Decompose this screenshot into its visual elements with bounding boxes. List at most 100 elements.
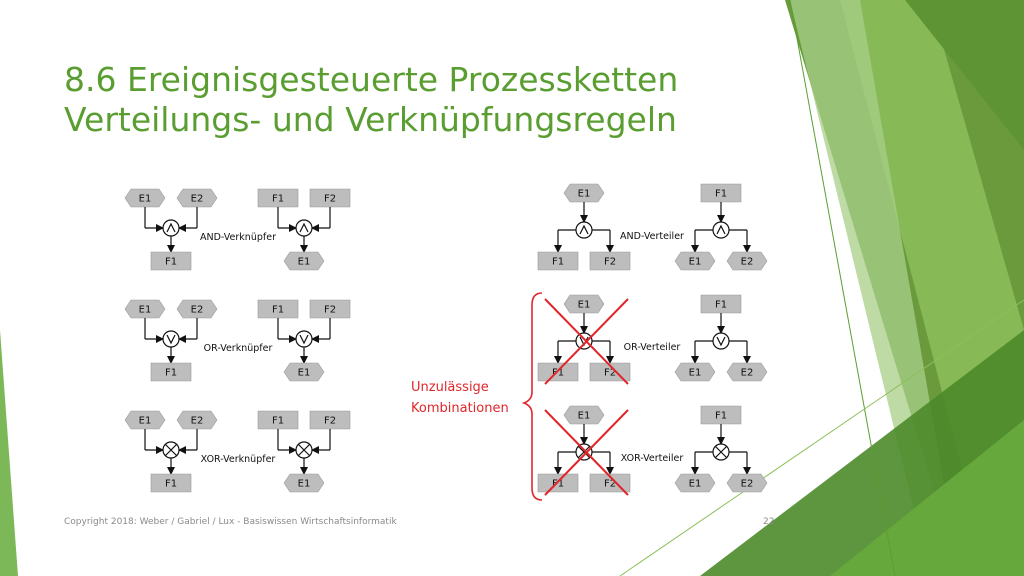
split-connector — [575, 221, 593, 239]
function-label: F2 — [324, 194, 336, 205]
split-connector — [575, 332, 593, 350]
function-box — [257, 410, 299, 430]
function-box — [309, 410, 351, 430]
function-label: F1 — [165, 257, 177, 268]
or-symbol — [716, 336, 726, 347]
function-box — [700, 183, 742, 203]
page-number: 22 — [763, 517, 775, 527]
function-box — [257, 188, 299, 208]
event-label: E1 — [689, 479, 702, 490]
xor-symbol — [165, 444, 177, 456]
event-label: E1 — [298, 368, 311, 379]
function-box — [700, 405, 742, 425]
function-label: F2 — [604, 257, 616, 268]
and-symbol — [579, 224, 589, 235]
function-label: F1 — [552, 368, 564, 379]
event-box — [283, 251, 325, 271]
split-connector — [712, 221, 730, 239]
event-label: E1 — [689, 257, 702, 268]
event-box — [124, 188, 166, 208]
function-label: F2 — [604, 368, 616, 379]
footer-copyright: Copyright 2018: Weber / Gabriel / Lux - … — [64, 517, 397, 527]
function-box — [150, 473, 192, 493]
event-box — [563, 405, 605, 425]
rule-label: OR-Verknüpfer — [204, 343, 273, 354]
event-label: E2 — [741, 479, 754, 490]
join-connector — [162, 219, 180, 237]
function-box — [309, 188, 351, 208]
rule-label: OR-Verteiler — [624, 342, 681, 353]
join-connector — [162, 330, 180, 348]
function-box — [257, 299, 299, 319]
function-label: F2 — [604, 479, 616, 490]
function-label: F1 — [272, 305, 284, 316]
event-label: E1 — [578, 300, 591, 311]
function-label: F2 — [324, 416, 336, 427]
event-box — [176, 410, 218, 430]
and-symbol — [166, 222, 176, 233]
or-symbol — [166, 334, 176, 345]
event-label: E1 — [689, 368, 702, 379]
event-label: E1 — [139, 305, 152, 316]
function-label: F2 — [324, 305, 336, 316]
event-box — [176, 188, 218, 208]
invalid-bracket — [521, 292, 543, 501]
function-label: F1 — [272, 416, 284, 427]
function-label: F1 — [715, 411, 727, 422]
invalid-cross-line — [544, 298, 629, 385]
event-box — [674, 251, 716, 271]
xor-symbol — [578, 446, 590, 458]
event-label: E2 — [191, 194, 204, 205]
event-label: E1 — [139, 416, 152, 427]
title-line-2: Verteilungs- und Verknüpfungsregeln — [64, 100, 677, 139]
event-label: E2 — [741, 257, 754, 268]
annotation-line-2: Kombinationen — [411, 401, 509, 416]
function-label: F1 — [715, 300, 727, 311]
function-box — [537, 251, 579, 271]
invalid-cross-line — [544, 409, 629, 496]
function-label: F1 — [272, 194, 284, 205]
function-box — [589, 251, 631, 271]
event-box — [283, 362, 325, 382]
title-line-1: 8.6 Ereignisgesteuerte Prozessketten — [64, 60, 679, 99]
and-symbol — [299, 222, 309, 233]
event-box — [176, 299, 218, 319]
function-box — [150, 362, 192, 382]
event-label: E2 — [191, 416, 204, 427]
event-box — [726, 473, 768, 493]
slide-title: 8.6 Ereignisgesteuerte Prozessketten Ver… — [64, 60, 678, 140]
function-box — [700, 294, 742, 314]
join-connector — [295, 330, 313, 348]
function-label: F1 — [715, 189, 727, 200]
event-box — [563, 183, 605, 203]
function-label: F1 — [552, 479, 564, 490]
event-box — [563, 294, 605, 314]
event-label: E1 — [578, 189, 591, 200]
function-label: F1 — [552, 257, 564, 268]
rule-label: XOR-Verteiler — [621, 453, 684, 464]
rule-label: AND-Verteiler — [620, 231, 684, 242]
event-label: E1 — [298, 257, 311, 268]
join-connector — [295, 219, 313, 237]
event-box — [726, 362, 768, 382]
xor-symbol — [715, 446, 727, 458]
event-label: E1 — [298, 479, 311, 490]
event-box — [674, 473, 716, 493]
rule-label: XOR-Verknüpfer — [201, 454, 276, 465]
event-box — [124, 299, 166, 319]
event-box — [283, 473, 325, 493]
function-box — [150, 251, 192, 271]
function-box — [309, 299, 351, 319]
and-symbol — [716, 224, 726, 235]
event-label: E1 — [139, 194, 152, 205]
xor-symbol — [298, 444, 310, 456]
or-symbol — [299, 334, 309, 345]
event-label: E2 — [191, 305, 204, 316]
rule-label: AND-Verknüpfer — [200, 232, 276, 243]
function-label: F1 — [165, 479, 177, 490]
event-box — [726, 251, 768, 271]
event-label: E1 — [578, 411, 591, 422]
split-connector — [712, 332, 730, 350]
